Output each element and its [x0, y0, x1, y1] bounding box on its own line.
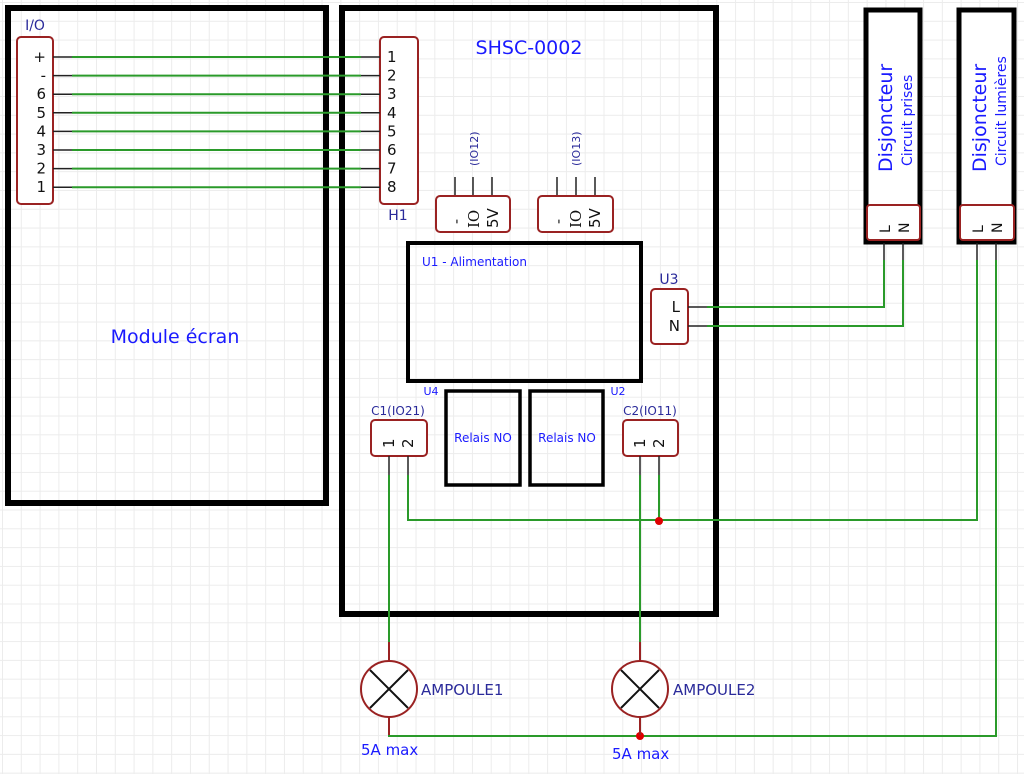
contact-c2-pin-label-1: 1 [631, 438, 649, 448]
relay-u2-ref: U2 [610, 385, 625, 398]
u3-pin-label-n: N [669, 317, 680, 335]
io12-connector-body[interactable] [435, 195, 511, 233]
h1-pin-label: 2 [387, 67, 397, 85]
breaker-lumieres-subtitle: Circuit lumières [994, 56, 1010, 166]
contact-c1-pin-label-2: 2 [399, 438, 417, 448]
contact-c2[interactable]: C2(IO11) 1 2 [622, 404, 679, 475]
contact-c1[interactable]: C1(IO21) 1 2 [370, 404, 428, 475]
io12-connector[interactable]: (IO12) - IO 5V [435, 132, 511, 233]
u1-box[interactable] [406, 241, 643, 383]
junction-dot [655, 517, 663, 525]
io13-pin-label-2: IO [567, 210, 585, 228]
io-connector-body[interactable] [16, 36, 54, 205]
relay-u2[interactable]: U2 Relais NO [528, 385, 626, 487]
module-ecran-title: Module écran [111, 326, 240, 348]
lamp-cross-icon [620, 669, 660, 709]
breaker-lumieres-terminal[interactable] [959, 204, 1015, 241]
breaker-prises[interactable]: Disjoncteur Circuit prises L N [863, 7, 923, 260]
relay-u2-label: Relais NO [538, 431, 596, 445]
io12-pin-label-3: 5V [484, 207, 502, 228]
relay-u4-label: Relais NO [454, 431, 512, 445]
h1-pin-label: 4 [387, 104, 397, 122]
io-connector-label: I/O [25, 18, 45, 34]
wire-u3-l-to-breaker-prises[interactable] [707, 260, 885, 308]
relay-u4-box[interactable] [444, 389, 522, 487]
io-pin-label: 4 [36, 122, 46, 140]
breaker-lumieres-pin-label-n: N [990, 223, 1006, 233]
contact-c2-pin-label-2: 2 [650, 438, 668, 448]
relay-u4[interactable]: U4 Relais NO [423, 385, 522, 487]
u3-label: U3 [659, 272, 678, 288]
io12-label: (IO12) [468, 132, 481, 166]
io-pin-label: 1 [36, 178, 46, 196]
contact-c2-label: C2(IO11) [623, 404, 677, 418]
breaker-lumieres[interactable]: Disjoncteur Circuit lumières L N [956, 7, 1017, 260]
lamp-cross-icon [369, 669, 409, 709]
io-pin-label: + [33, 48, 46, 66]
breaker-lumieres-title: Disjoncteur [969, 64, 991, 172]
io-pin-label: - [41, 67, 46, 85]
breaker-prises-pin-label-l: L [878, 225, 894, 233]
junction-dot [636, 732, 644, 740]
relay-u4-ref: U4 [423, 385, 438, 398]
u3-pin-label-l: L [672, 298, 681, 316]
ampoule2-rating: 5A max [612, 745, 669, 763]
ampoule2[interactable]: AMPOULE2 5A max [611, 642, 755, 763]
breaker-prises-subtitle: Circuit prises [900, 75, 916, 166]
io13-pin-label-3: 5V [586, 207, 604, 228]
breaker-prises-box[interactable] [863, 7, 923, 245]
h1-pin-label: 1 [387, 48, 397, 66]
relay-u2-box[interactable] [528, 389, 605, 487]
u3-connector-body[interactable] [650, 288, 689, 345]
wire-u3-n-to-breaker-prises[interactable] [707, 260, 904, 327]
io13-connector-body[interactable] [537, 195, 614, 233]
wire-phase-lumieres[interactable] [407, 260, 978, 521]
module-ecran-box[interactable] [5, 5, 329, 506]
io-pin-label: 6 [36, 85, 46, 103]
shsc-title: SHSC-0002 [476, 37, 583, 59]
ampoule1-label: AMPOULE1 [421, 681, 503, 699]
io13-pin-label-1: - [549, 219, 567, 224]
shsc-box[interactable] [339, 5, 719, 617]
contact-c1-pin-label-1: 1 [380, 438, 398, 448]
h1-pin-label: 5 [387, 122, 397, 140]
breaker-prises-terminal[interactable] [866, 204, 921, 241]
breaker-prises-pin-label-n: N [897, 223, 913, 233]
shsc-board[interactable]: SHSC-0002 [339, 5, 719, 617]
module-ecran[interactable]: Module écran [5, 5, 329, 506]
breaker-lumieres-box[interactable] [956, 7, 1017, 245]
contact-c2-body[interactable] [622, 419, 679, 457]
io13-connector[interactable]: (IO13) - IO 5V [537, 132, 614, 233]
io12-pin-label-1: - [447, 219, 465, 224]
h1-pin-label: 6 [387, 141, 397, 159]
h1-pin-label: 3 [387, 85, 397, 103]
u3-connector[interactable]: U3 L N [650, 272, 707, 345]
io-pin-label: 5 [36, 104, 46, 122]
h1-connector-body[interactable] [379, 36, 419, 205]
breaker-prises-title: Disjoncteur [875, 64, 897, 172]
contact-c1-label: C1(IO21) [371, 404, 425, 418]
h1-pin-label: 8 [387, 178, 397, 196]
ampoule1-rating: 5A max [361, 741, 418, 759]
bus-wires [72, 56, 361, 189]
ampoule2-label: AMPOULE2 [673, 681, 755, 699]
breaker-lumieres-pin-label-l: L [971, 225, 987, 233]
u1-label: U1 - Alimentation [422, 255, 527, 269]
io13-label: (IO13) [570, 132, 583, 166]
io-pin-label: 3 [36, 141, 46, 159]
io-pin-label: 2 [36, 160, 46, 178]
contact-c1-body[interactable] [370, 419, 428, 457]
h1-pin-label: 7 [387, 160, 397, 178]
ampoule1[interactable]: AMPOULE1 5A max [360, 642, 503, 759]
h1-connector-label: H1 [388, 208, 407, 224]
u1-power-supply[interactable]: U1 - Alimentation [406, 241, 643, 383]
io12-pin-label-2: IO [465, 210, 483, 228]
